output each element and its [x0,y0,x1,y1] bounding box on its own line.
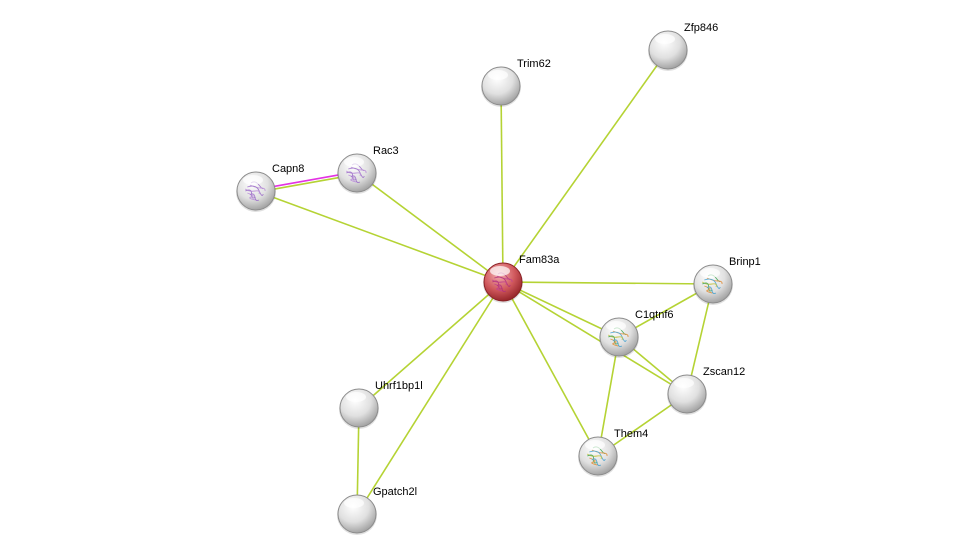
edge-fam83a-rac3-textmining[interactable] [356,172,504,283]
node-them4[interactable]: Them4 [578,428,648,477]
node-highlight [243,175,263,185]
node-highlight [346,392,366,402]
node-fam83a[interactable]: Fam83a [483,254,560,303]
edge-fam83a-them4-textmining[interactable] [502,281,599,457]
node-label: Rac3 [373,145,399,157]
node-highlight [655,34,675,44]
edge-fam83a-gpatch2l-textmining[interactable] [356,281,504,515]
node-label: Trim62 [517,58,551,70]
protein-structure-icon [346,163,367,184]
edge-fam83a-c1qtnf6-textmining[interactable] [502,281,620,338]
node-label: Brinp1 [729,256,761,268]
protein-structure-icon [587,446,608,467]
node-highlight [344,157,364,167]
node-highlight [344,498,364,508]
node-highlight [488,70,508,80]
edge-fam83a-brinp1-textmining[interactable] [502,281,714,285]
edge-fam83a-zscan12-textmining[interactable] [502,281,688,395]
edge-fam83a-uhrf1bp1l-textmining[interactable] [358,281,504,409]
node-uhrf1bp1l[interactable]: Uhrf1bp1l [339,380,423,429]
node-label: Zscan12 [703,366,745,378]
node-rac3[interactable]: Rac3 [337,145,399,194]
edge-fam83a-trim62-textmining[interactable] [500,85,504,283]
node-zscan12[interactable]: Zscan12 [667,366,745,415]
node-gpatch2l[interactable]: Gpatch2l [337,486,417,535]
protein-structure-icon [608,327,629,348]
node-label: Uhrf1bp1l [375,380,423,392]
node-label: Gpatch2l [373,486,417,498]
node-brinp1[interactable]: Brinp1 [693,256,761,305]
node-highlight [674,378,694,388]
node-highlight [606,321,626,331]
node-label: C1qtnf6 [635,309,674,321]
edge-c1qtnf6-them4-textmining[interactable] [597,336,620,457]
node-c1qtnf6[interactable]: C1qtnf6 [599,309,674,358]
node-highlight [490,266,510,276]
node-label: Zfp846 [684,22,718,34]
node-highlight [700,268,720,278]
edge-fam83a-capn8-textmining[interactable] [255,190,504,283]
node-label: Fam83a [519,254,560,266]
node-highlight [585,440,605,450]
edge-fam83a-zfp846-textmining[interactable] [502,49,669,283]
node-label: Capn8 [272,163,304,175]
node-zfp846[interactable]: Zfp846 [648,22,718,71]
protein-structure-icon [702,274,723,295]
node-label: Them4 [614,428,648,440]
node-capn8[interactable]: Capn8 [236,163,304,212]
node-trim62[interactable]: Trim62 [481,58,551,107]
